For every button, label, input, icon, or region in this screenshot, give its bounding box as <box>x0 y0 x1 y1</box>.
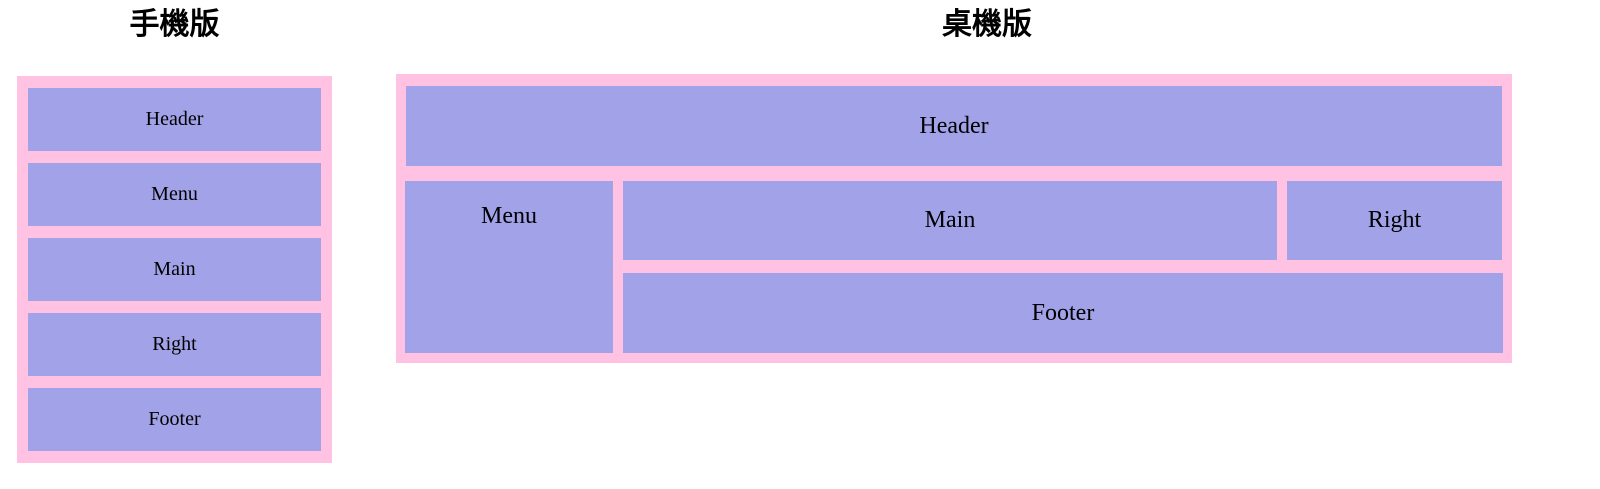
desktop-layout-container: Header Menu Main Right Footer <box>396 74 1512 363</box>
mobile-menu-box: Menu <box>28 163 321 226</box>
mobile-main-box: Main <box>28 238 321 301</box>
mobile-right-box: Right <box>28 313 321 376</box>
desktop-right-box: Right <box>1287 181 1502 260</box>
mobile-header-box: Header <box>28 88 321 151</box>
desktop-header-box: Header <box>406 86 1502 166</box>
desktop-menu-box: Menu <box>405 181 613 353</box>
mobile-layout-container: Header Menu Main Right Footer <box>17 76 332 463</box>
mobile-version-title: 手機版 <box>129 8 220 41</box>
mobile-footer-box: Footer <box>28 388 321 451</box>
desktop-main-box: Main <box>623 181 1277 260</box>
desktop-footer-box: Footer <box>623 273 1503 353</box>
desktop-version-title: 桌機版 <box>942 8 1032 41</box>
